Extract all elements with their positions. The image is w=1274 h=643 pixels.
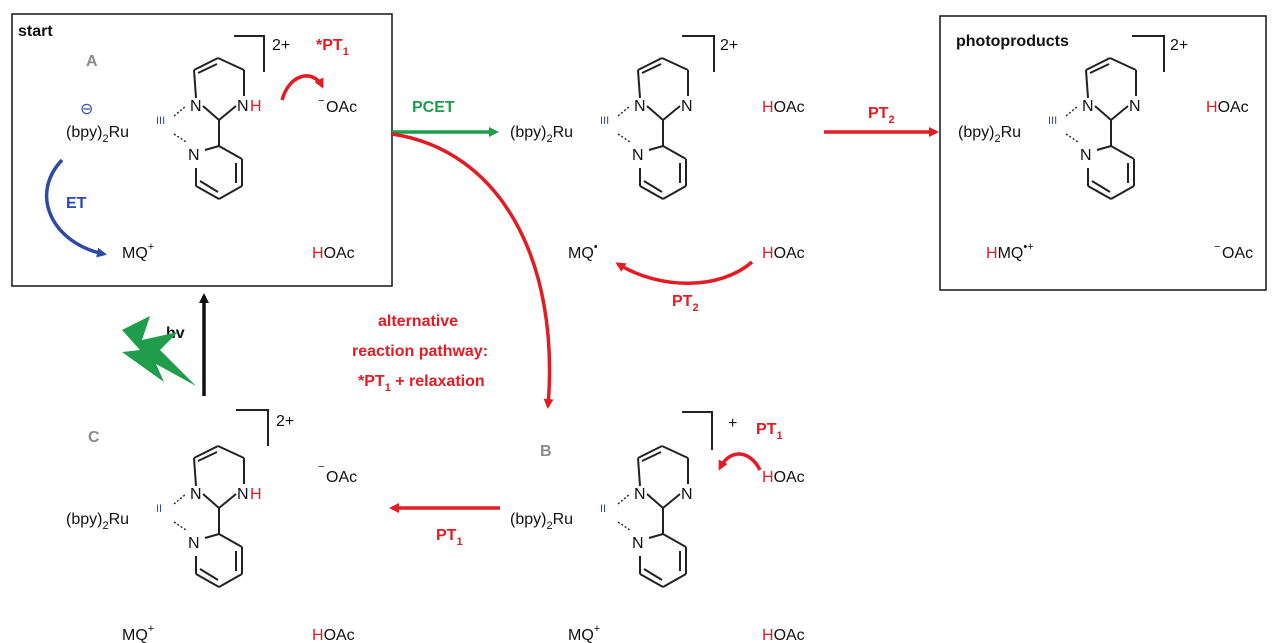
photoproduct-oxidation-state: III xyxy=(1048,115,1057,127)
intermediate-n-pyr: N xyxy=(632,147,644,164)
intermediate-oxidation-state: III xyxy=(600,115,609,127)
complex-b-charge: + xyxy=(728,415,737,432)
complex-c-n-imid-1: N xyxy=(190,486,202,503)
complex-b-oxidation-state: II xyxy=(600,503,606,515)
complex-a-acetate: OAc xyxy=(326,99,357,116)
photoproduct-hmq: HMQ•+ xyxy=(986,241,1034,262)
lightning-icon xyxy=(122,316,196,386)
photoproduct-n-imid-1: N xyxy=(1082,98,1094,115)
complex-c: (bpy)2Ru II N N H N 2+ − OAc MQ+ HOAc xyxy=(66,409,357,643)
photoproduct-bracket xyxy=(1132,35,1165,72)
alternative-line-3: *PT1 + relaxation xyxy=(358,373,485,394)
intermediate-n-imid-1: N xyxy=(634,98,646,115)
complex-a-nh: H xyxy=(250,98,262,115)
complex-b-hoac: HOAc xyxy=(762,469,805,486)
photoproduct-acetate: OAc xyxy=(1222,245,1253,262)
complex-a-n-imid-2: N xyxy=(237,98,249,115)
pt1-star-arrow xyxy=(280,74,324,101)
complex-c-hoac: HOAc xyxy=(312,627,355,643)
pt1-star-label: *PT1 xyxy=(316,37,349,58)
intermediate-hoac: HOAc xyxy=(762,99,805,116)
pt2-curved-arrow xyxy=(615,260,754,285)
photoproduct-acetate-minus: − xyxy=(1214,241,1220,253)
complex-a-n-pyr: N xyxy=(188,147,200,164)
complex-c-n-pyr: N xyxy=(188,535,200,552)
complex-a: (bpy)2Ru III N N H N 2+ − OAc ⊖ MQ+ HOAc xyxy=(66,35,357,262)
complex-c-acetate: OAc xyxy=(326,469,357,486)
pt1-b-arrow xyxy=(718,452,762,471)
photoproduct-n-imid-2: N xyxy=(1129,98,1141,115)
start-box xyxy=(11,13,393,287)
photoproduct-hoac: HOAc xyxy=(1206,99,1249,116)
complex-c-bpy: (bpy)2Ru xyxy=(66,511,129,532)
et-label: ET xyxy=(66,195,87,212)
complex-photoproduct: (bpy)2Ru III N N N 2+ HOAc HMQ•+ − OAc xyxy=(958,35,1253,262)
photoproducts-box xyxy=(939,15,1267,291)
complex-b: (bpy)2Ru II N N N + HOAc MQ+ HOAc xyxy=(510,411,805,643)
intermediate-n-imid-2: N xyxy=(681,98,693,115)
complex-c-charge: 2+ xyxy=(276,413,294,430)
intermediate-hoac-lower: HOAc xyxy=(762,245,805,262)
pt2-curved-label: PT2 xyxy=(672,293,699,314)
complex-c-acetate-minus: − xyxy=(318,461,324,473)
complex-b-n-imid-2: N xyxy=(681,486,693,503)
complex-a-bpy: (bpy)2Ru xyxy=(66,124,129,145)
complex-c-nh: H xyxy=(250,486,262,503)
photoproducts-title: photoproducts xyxy=(956,33,1069,50)
et-arrow xyxy=(44,158,107,258)
complex-intermediate: (bpy)2Ru III N N N 2+ HOAc MQ• HOAc xyxy=(510,35,805,262)
alternative-pathway-arrow xyxy=(391,132,554,409)
intermediate-bpy: (bpy)2Ru xyxy=(510,124,573,145)
complex-a-bracket xyxy=(234,35,265,72)
complex-a-charge: 2+ xyxy=(272,37,290,54)
complex-a-mq: MQ+ xyxy=(122,241,154,262)
photoproduct-bpy: (bpy)2Ru xyxy=(958,124,1021,145)
complex-b-bpy: (bpy)2Ru xyxy=(510,511,573,532)
complex-a-oxidation-state: III xyxy=(156,115,165,127)
pcet-label: PCET xyxy=(412,99,455,116)
intermediate-charge: 2+ xyxy=(720,37,738,54)
complex-c-mq: MQ+ xyxy=(122,623,154,643)
complex-a-acetate-minus: − xyxy=(318,95,324,107)
complex-a-letter: A xyxy=(86,53,98,70)
complex-b-letter: B xyxy=(540,443,552,460)
complex-a-n-imid-1: N xyxy=(190,98,202,115)
pt2-label: PT2 xyxy=(868,105,895,126)
intermediate-mq: MQ• xyxy=(568,241,598,262)
complex-b-n-pyr: N xyxy=(632,535,644,552)
complex-c-oxidation-state: II xyxy=(156,503,162,515)
photoproduct-charge: 2+ xyxy=(1170,37,1188,54)
complex-a-ominus: ⊖ xyxy=(80,101,93,118)
complex-b-hoac-lower: HOAc xyxy=(762,627,805,643)
complex-c-letter: C xyxy=(88,429,100,446)
pt1-b-label: PT1 xyxy=(756,421,783,442)
alternative-line-1: alternative xyxy=(378,313,458,330)
complex-c-bracket xyxy=(236,409,269,446)
intermediate-bracket xyxy=(682,35,715,72)
photoproduct-n-pyr: N xyxy=(1080,147,1092,164)
complex-c-n-imid-2: N xyxy=(237,486,249,503)
complex-b-n-imid-1: N xyxy=(634,486,646,503)
alternative-line-2: reaction pathway: xyxy=(352,343,488,360)
complex-b-mq: MQ+ xyxy=(568,623,600,643)
complex-b-bracket xyxy=(682,411,713,450)
pt1-label: PT1 xyxy=(436,527,463,548)
start-title: start xyxy=(18,23,53,40)
complex-a-hoac: HOAc xyxy=(312,245,355,262)
